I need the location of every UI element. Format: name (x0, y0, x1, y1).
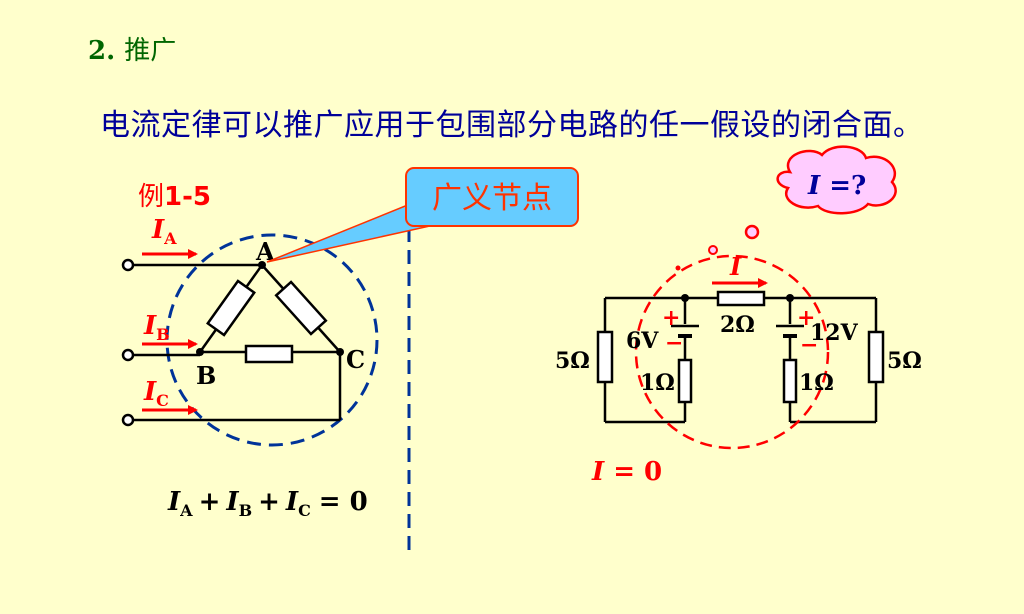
current-label-i: I (729, 252, 742, 281)
plus-12v: + (797, 305, 815, 331)
result-text: I = 0 (591, 457, 662, 487)
closed-surface (634, 254, 830, 450)
left-circuit: A B C IA IB IC IA+IB+IC= 0 (121, 215, 379, 520)
node-label-b: B (196, 361, 216, 390)
node-c (336, 348, 344, 356)
section-title: 2. 推广 (88, 30, 176, 67)
thought-bubble: I =? (675, 145, 897, 271)
battery-6v (671, 324, 699, 338)
current-label-b: IB (143, 311, 170, 344)
resistor-bc (244, 344, 294, 364)
section-title-text: 推广 (124, 36, 177, 66)
resistor-ac (274, 280, 328, 336)
terminal-b (121, 348, 135, 362)
thought-text: I =? (807, 171, 866, 201)
minus-6v: − (665, 330, 683, 356)
node-b (196, 348, 204, 356)
thought-cloud (776, 145, 897, 215)
callout-box (405, 167, 579, 227)
node-a (258, 261, 266, 269)
generalized-node-circle (165, 233, 379, 447)
resistor-1ohm-right (782, 358, 798, 404)
label-5ohm-left: 5Ω (555, 348, 590, 374)
label-2ohm: 2Ω (720, 312, 755, 338)
section-number: 2. (88, 36, 116, 66)
minus-12v: − (800, 332, 818, 358)
node-label-c: C (346, 345, 365, 374)
label-1ohm-left: 1Ω (640, 370, 675, 396)
resistor-1ohm-left (677, 358, 693, 404)
label-5ohm-right: 5Ω (887, 348, 922, 374)
node-label-a: A (255, 237, 275, 266)
example-label: 例1-5 (138, 182, 211, 212)
resistor-5ohm-right (867, 330, 885, 384)
resistor-2ohm (716, 290, 766, 307)
callout: 广义节点 (266, 167, 579, 263)
resistor-5ohm-left (596, 330, 614, 384)
current-label-c: IC (143, 377, 169, 410)
kcl-equation: IA+IB+IC= 0 (167, 487, 368, 520)
label-12v: 12V (810, 320, 859, 346)
terminal-a (121, 258, 135, 272)
resistor-ab (206, 279, 256, 337)
current-label-a: IA (151, 215, 177, 248)
terminal-c (121, 413, 135, 427)
callout-text: 广义节点 (432, 181, 552, 216)
plus-6v: + (662, 305, 680, 331)
label-1ohm-right: 1Ω (799, 370, 834, 396)
right-circuit: I 5Ω 5Ω 2Ω 6V 12V 1Ω 1Ω + − + − I = 0 (555, 252, 922, 487)
battery-12v (776, 324, 804, 338)
label-6v: 6V (626, 328, 659, 354)
lead-text: 电流定律可以推广应用于包围部分电路的任一假设的闭合面。 (100, 108, 924, 143)
